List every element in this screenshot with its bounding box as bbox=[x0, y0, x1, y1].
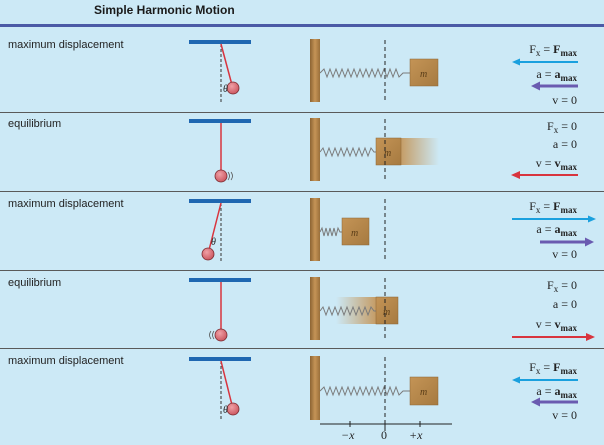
spring bbox=[319, 67, 410, 79]
arrows-row-3 bbox=[512, 215, 596, 247]
pendulum-row-4 bbox=[189, 278, 251, 342]
mass-block bbox=[375, 296, 399, 325]
force-equation: Fx = 0 bbox=[547, 119, 577, 135]
row-label-max-displacement-1: maximum displacement bbox=[8, 39, 124, 51]
pendulum-support bbox=[189, 40, 251, 44]
mass-label: m bbox=[351, 228, 358, 239]
velocity-equation: v = 0 bbox=[552, 247, 577, 261]
pendulum-bob bbox=[214, 169, 228, 183]
wall bbox=[310, 39, 320, 102]
axis-label-plus-x: +x bbox=[409, 428, 423, 442]
mass-block bbox=[409, 58, 439, 87]
force-equation: Fx = Fmax bbox=[529, 42, 577, 58]
axis-label-minus-x: −x bbox=[341, 428, 355, 442]
velocity-equation: v = vmax bbox=[535, 156, 577, 172]
arrows-row-5 bbox=[512, 376, 578, 407]
mass-label: m bbox=[383, 307, 390, 318]
motion-lines bbox=[209, 330, 215, 340]
spring-row-5: m bbox=[310, 356, 439, 432]
arrows-row-4 bbox=[512, 333, 595, 341]
mass-label: m bbox=[384, 148, 391, 159]
pendulum-support bbox=[189, 119, 251, 123]
spring bbox=[319, 305, 376, 317]
wall bbox=[310, 118, 320, 181]
mass-block bbox=[375, 137, 402, 166]
mass-block bbox=[409, 376, 439, 406]
pendulum-string bbox=[208, 202, 222, 251]
angle-label: θ bbox=[223, 405, 228, 416]
row-label-equilibrium-2: equilibrium bbox=[8, 277, 62, 289]
row-divider bbox=[0, 348, 604, 349]
pendulum-support bbox=[189, 199, 251, 203]
pendulum-support bbox=[189, 357, 251, 361]
pendulum-bob bbox=[226, 402, 240, 416]
row-divider bbox=[0, 191, 604, 192]
spring-row-4: m bbox=[310, 277, 399, 340]
acceleration-arrowhead bbox=[585, 237, 594, 247]
velocity-arrowhead bbox=[586, 333, 595, 341]
velocity-equation: v = 0 bbox=[552, 93, 577, 107]
velocity-equation: v = vmax bbox=[535, 317, 577, 333]
pendulum-row-3: θ bbox=[189, 199, 251, 261]
spring-row-2: m bbox=[310, 118, 439, 181]
angle-label: θ bbox=[211, 237, 216, 248]
acceleration-equation: a = amax bbox=[536, 384, 577, 400]
acceleration-equation: a = 0 bbox=[552, 297, 577, 311]
mass-label: m bbox=[420, 387, 427, 398]
arrows-row-2 bbox=[511, 171, 578, 179]
mass-label: m bbox=[420, 69, 427, 80]
spring bbox=[319, 385, 410, 397]
row-label-equilibrium-1: equilibrium bbox=[8, 118, 62, 130]
pendulum-support bbox=[189, 278, 251, 282]
wall bbox=[310, 277, 320, 340]
title-rule bbox=[0, 24, 604, 27]
force-equation: Fx = Fmax bbox=[529, 199, 577, 215]
row-divider bbox=[0, 270, 604, 271]
arrows-row-1 bbox=[512, 58, 578, 91]
wall bbox=[310, 356, 320, 420]
mass-block bbox=[341, 217, 370, 246]
motion-lines bbox=[227, 171, 233, 181]
acceleration-equation: a = 0 bbox=[552, 137, 577, 151]
force-arrowhead bbox=[512, 376, 520, 384]
velocity-arrowhead bbox=[511, 171, 520, 179]
row-divider bbox=[0, 112, 604, 113]
pendulum-bob bbox=[214, 328, 228, 342]
spring bbox=[319, 146, 376, 158]
angle-label: θ bbox=[223, 84, 228, 95]
wall bbox=[310, 198, 320, 261]
pendulum-row-5: θ bbox=[189, 357, 251, 420]
acceleration-equation: a = amax bbox=[536, 222, 577, 238]
spring bbox=[319, 226, 342, 237]
force-equation: Fx = 0 bbox=[547, 278, 577, 294]
velocity-equation: v = 0 bbox=[552, 408, 577, 422]
acceleration-arrowhead bbox=[531, 81, 540, 91]
row-label-max-displacement-2: maximum displacement bbox=[8, 198, 124, 210]
diagram-title: Simple Harmonic Motion bbox=[94, 3, 235, 17]
axis-label-zero: 0 bbox=[381, 428, 387, 442]
pendulum-bob bbox=[226, 81, 240, 95]
pendulum-row-1: θ bbox=[189, 40, 251, 102]
spring-row-3: m bbox=[310, 198, 386, 261]
pendulum-bob bbox=[201, 247, 215, 261]
pendulum-string bbox=[220, 360, 233, 406]
pendulum-row-2 bbox=[189, 119, 251, 183]
spring-row-1: m bbox=[310, 39, 439, 102]
force-equation: Fx = Fmax bbox=[529, 360, 577, 376]
force-arrowhead bbox=[588, 215, 596, 223]
force-arrowhead bbox=[512, 58, 520, 66]
x-axis bbox=[320, 421, 452, 427]
acceleration-equation: a = amax bbox=[536, 67, 577, 83]
pendulum-string bbox=[220, 43, 233, 86]
acceleration-arrowhead bbox=[531, 397, 540, 407]
motion-blur bbox=[401, 138, 439, 165]
row-label-max-displacement-3: maximum displacement bbox=[8, 355, 124, 367]
